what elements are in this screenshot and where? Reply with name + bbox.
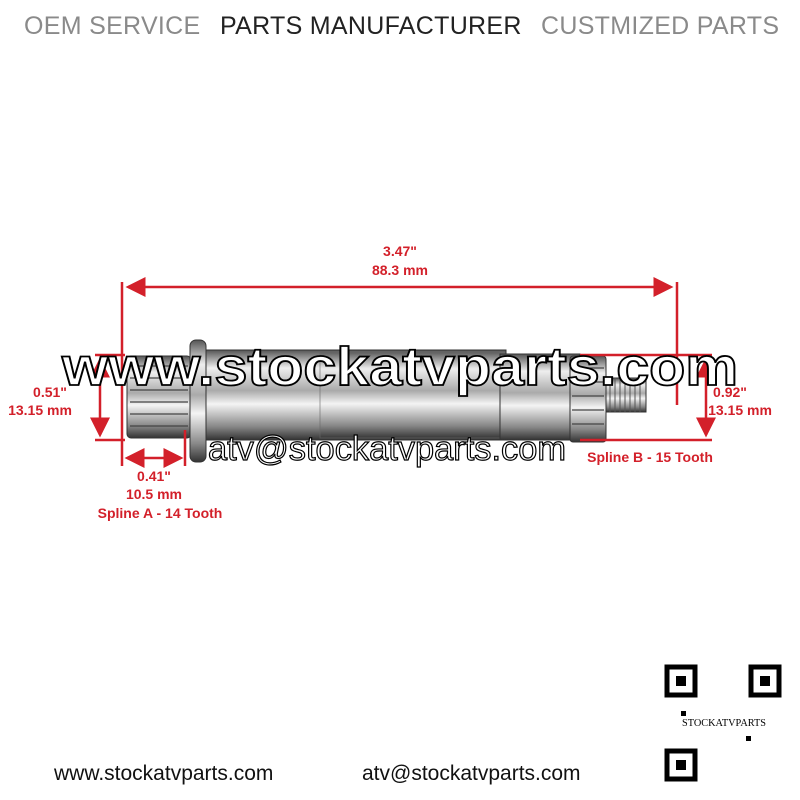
watermark-url: www.stockatvparts.com bbox=[61, 337, 738, 397]
qr-label: STOCKATVPARTS bbox=[682, 718, 766, 729]
spline-a-label: Spline A - 14 Tooth bbox=[98, 505, 223, 521]
spline-b-diameter-mm: 13.15 mm bbox=[708, 402, 772, 418]
dimension-lines bbox=[90, 277, 716, 468]
spline-b-label: Spline B - 15 Tooth bbox=[587, 449, 713, 465]
spline-a-length-in: 0.41" bbox=[137, 468, 171, 484]
overall-length-mm: 88.3 mm bbox=[372, 262, 428, 278]
spline-b-diameter-in: 0.92" bbox=[713, 384, 747, 400]
spline-a-diameter-mm: 13.15 mm bbox=[8, 402, 72, 418]
footer-website: www.stockatvparts.com bbox=[54, 762, 274, 785]
watermark-email: atv@stockatvparts.com bbox=[208, 430, 566, 468]
header-parts-manufacturer: PARTS MANUFACTURER bbox=[220, 12, 522, 40]
shaft-part bbox=[126, 339, 647, 463]
qr-module bbox=[746, 736, 751, 741]
header-customized-parts: CUSTMIZED PARTS bbox=[541, 12, 780, 40]
header-oem-service: OEM SERVICE bbox=[24, 12, 201, 40]
footer-email: atv@stockatvparts.com bbox=[362, 762, 581, 785]
qr-code: STOCKATVPARTS bbox=[662, 662, 784, 784]
overall-length-in: 3.47" bbox=[383, 243, 417, 259]
spline-a-length-mm: 10.5 mm bbox=[126, 486, 182, 502]
qr-module bbox=[681, 711, 686, 716]
spline-a-diameter-in: 0.51" bbox=[33, 384, 67, 400]
